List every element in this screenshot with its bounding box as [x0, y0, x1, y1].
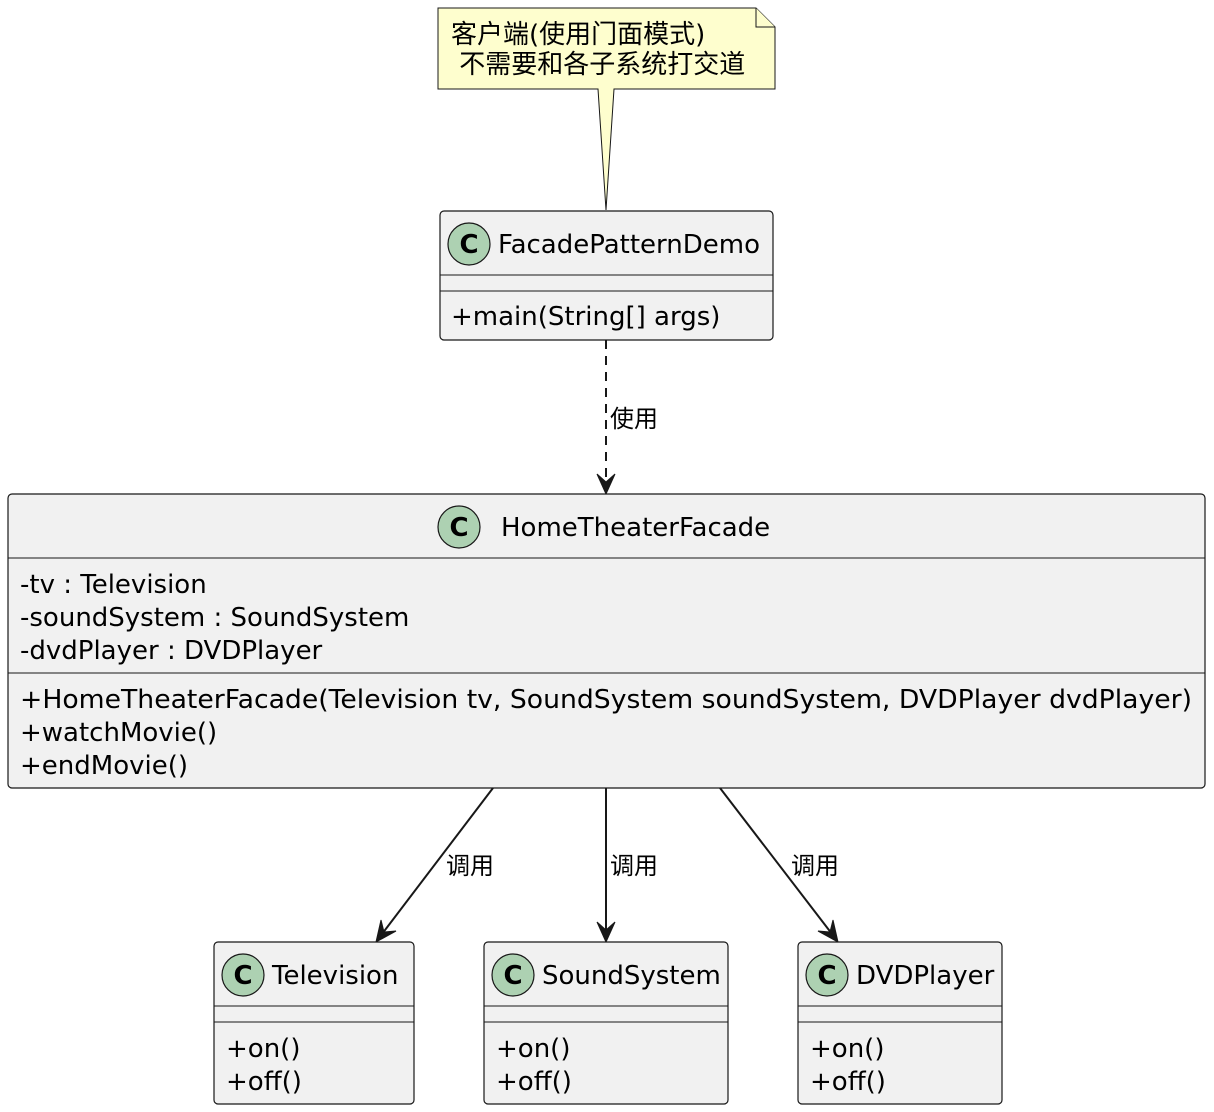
edge-calls-sound-system: 调用 [596, 788, 658, 944]
note: 客户端(使用门面模式) 不需要和各子系统打交道 [437, 7, 776, 211]
class-badge-letter: C [459, 230, 478, 260]
class-dvd-player[interactable]: C DVDPlayer +on() +off() [797, 941, 1003, 1105]
class-badge-icon [447, 222, 491, 266]
method-on: +on() [226, 1034, 300, 1064]
edge-calls-sound-system-label: 调用 [610, 852, 658, 880]
class-badge-letter: C [817, 961, 836, 991]
class-name: FacadePatternDemo [498, 230, 760, 260]
class-television[interactable]: C Television +on() +off() [213, 941, 415, 1105]
method-off: +off() [810, 1067, 886, 1097]
class-badge-letter: C [449, 513, 468, 543]
note-line-2: 不需要和各子系统打交道 [451, 50, 745, 80]
class-name: DVDPlayer [856, 961, 995, 991]
class-badge-icon [437, 505, 481, 549]
method-watch-movie: +watchMovie() [20, 718, 217, 748]
method-end-movie: +endMovie() [20, 751, 188, 781]
class-name: SoundSystem [542, 961, 721, 991]
class-badge-letter: C [233, 961, 252, 991]
method-on: +on() [496, 1034, 570, 1064]
class-facade-pattern-demo[interactable]: C FacadePatternDemo +main(String[] args) [439, 210, 774, 341]
edge-calls-dvd-player-label: 调用 [791, 852, 839, 880]
method-main: +main(String[] args) [451, 302, 720, 332]
class-name: Television [271, 961, 398, 991]
field-dvd-player: -dvdPlayer : DVDPlayer [20, 636, 323, 666]
edge-uses: 使用 [596, 340, 658, 496]
edge-calls-dvd-player: 调用 [719, 787, 839, 943]
field-tv: -tv : Television [20, 570, 207, 600]
class-badge-icon [491, 953, 535, 997]
method-constructor: +HomeTheaterFacade(Television tv, SoundS… [20, 685, 1192, 715]
method-off: +off() [226, 1067, 302, 1097]
note-line-1: 客户端(使用门面模式) [451, 20, 705, 50]
class-sound-system[interactable]: C SoundSystem +on() +off() [483, 941, 729, 1105]
method-on: +on() [810, 1034, 884, 1064]
class-badge-icon [805, 953, 849, 997]
method-off: +off() [496, 1067, 572, 1097]
class-badge-letter: C [503, 961, 522, 991]
field-sound-system: -soundSystem : SoundSystem [20, 603, 409, 633]
edge-calls-television-label: 调用 [446, 852, 494, 880]
class-name: HomeTheaterFacade [501, 513, 770, 543]
edge-uses-label: 使用 [610, 405, 658, 433]
class-badge-icon [221, 953, 265, 997]
class-home-theater-facade[interactable]: C HomeTheaterFacade -tv : Television -so… [7, 493, 1206, 789]
edge-calls-television: 调用 [375, 787, 494, 943]
